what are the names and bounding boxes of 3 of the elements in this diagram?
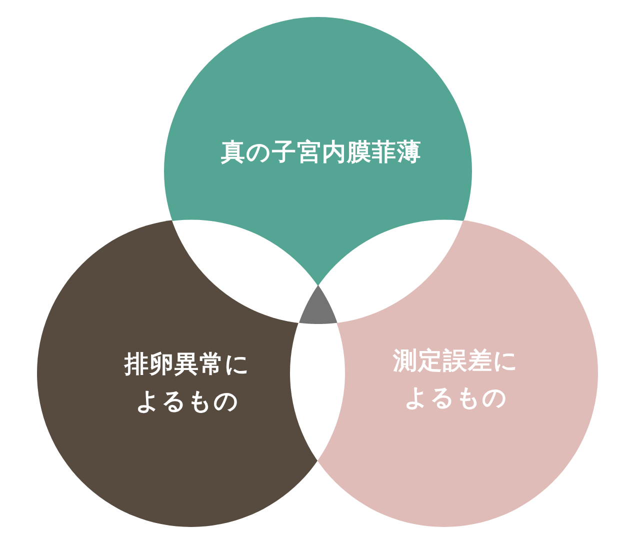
circle-label: 測定誤差によるもの [392,346,520,414]
circle-label: 真の子宮内膜菲薄 [220,136,424,168]
circle-label: 排卵異常によるもの [124,349,252,418]
